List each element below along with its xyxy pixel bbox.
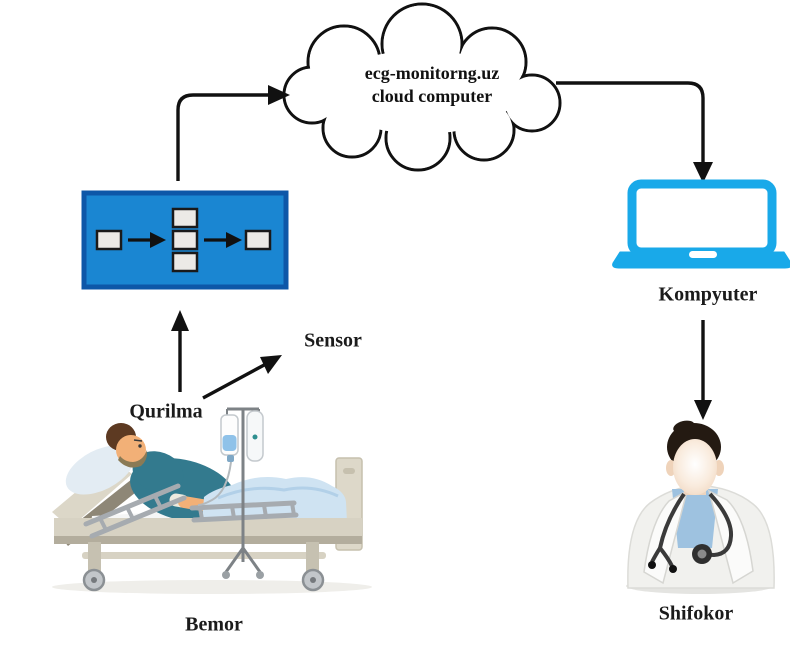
- patient-bed-illustration: [52, 407, 372, 594]
- patient-label: Bemor: [185, 613, 243, 636]
- laptop-icon: [612, 179, 790, 269]
- doctor-illustration: [626, 420, 775, 594]
- cloud-label: ecg-monitorng.uz cloud computer: [365, 62, 499, 108]
- device-internal-arrows: [128, 232, 242, 248]
- iv-stand: [197, 407, 264, 579]
- device-box: [81, 190, 289, 290]
- device-label: Qurilma: [129, 400, 203, 423]
- sensor-label: Sensor: [304, 329, 362, 352]
- device-squares: [95, 207, 272, 273]
- doctor-label: Shifokor: [658, 602, 734, 625]
- cloud-label-line1: ecg-monitorng.uz: [364, 63, 500, 83]
- arrow-device-to-cloud: [176, 85, 290, 181]
- arrow-patient-to-sensor: [202, 355, 282, 400]
- arrow-computer-to-doctor: [694, 320, 712, 420]
- arrow-cloud-to-computer: [556, 81, 713, 183]
- cloud-shape: [282, 2, 562, 172]
- computer-label: Kompyuter: [658, 283, 758, 306]
- cloud-label-line2: cloud computer: [371, 86, 493, 106]
- arrow-patient-to-device: [171, 310, 189, 392]
